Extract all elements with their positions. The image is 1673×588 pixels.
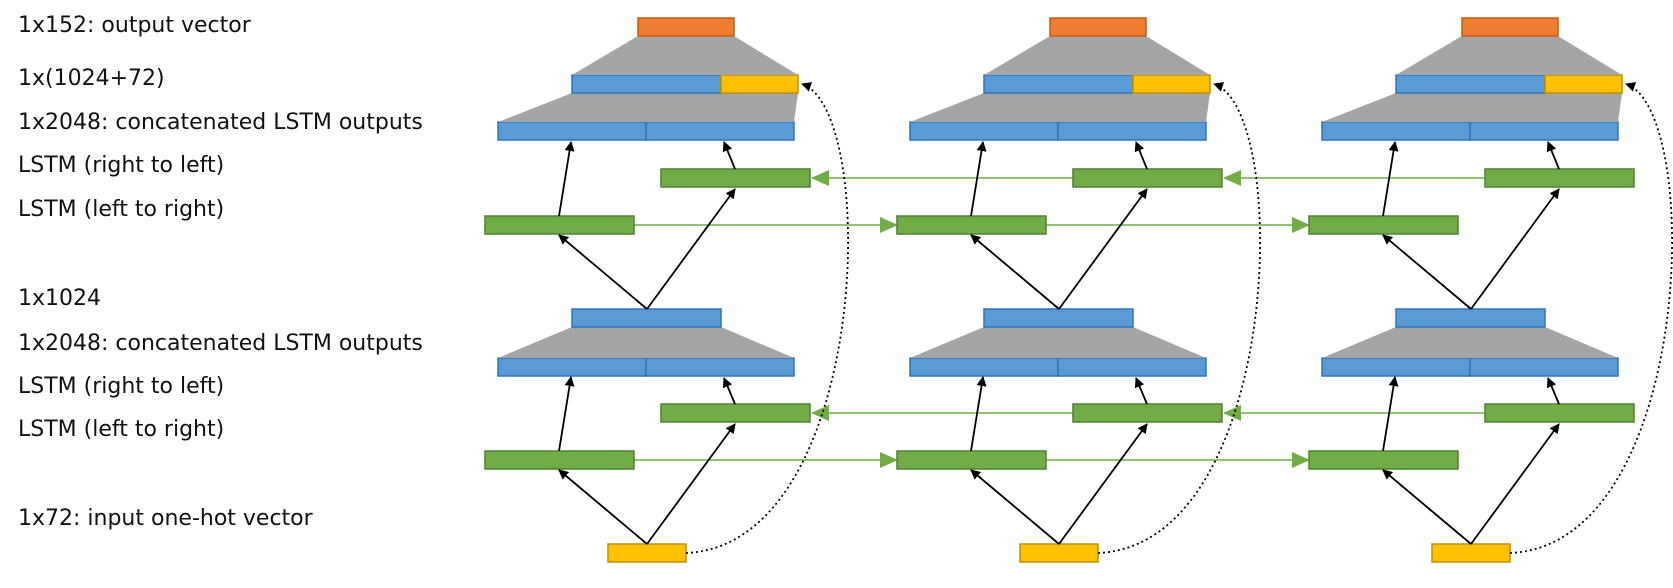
concat-top-right-t1 (645, 121, 795, 141)
projection-bottom-t2 (910, 327, 1206, 358)
concat-bottom-right-t2 (1057, 357, 1207, 377)
arrow-input-to-rtl-t2 (1058, 423, 1148, 545)
arrow-hidden-to-ltr-t1 (558, 234, 648, 310)
arrow-rtl-to-concat-bottom-t1 (722, 377, 736, 405)
output-vector-t3 (1461, 17, 1559, 37)
label-concat-top: 1x2048: concatenated LSTM outputs (18, 110, 423, 135)
input-vector-t2 (1019, 543, 1099, 563)
arrow-input-to-ltr-t1 (558, 469, 648, 545)
arrow-ltr-to-concat-bottom-t3 (1382, 376, 1399, 452)
lstm-ltr-bottom-t3 (1308, 450, 1459, 470)
lstm-rtl-bottom-t1 (660, 403, 811, 423)
arrow-input-to-ltr-t3 (1382, 469, 1472, 545)
label-lstm-rtl-top: LSTM (right to left) (18, 153, 225, 178)
arrow-ltr-to-concat-bottom-t1 (558, 376, 575, 452)
label-lstm-rtl-bottom: LSTM (right to left) (18, 374, 225, 399)
arrow-input-to-ltr-t2 (970, 469, 1060, 545)
concat-top-left-t1 (497, 121, 647, 141)
lstm-ltr-top-t1 (484, 215, 635, 235)
hidden-vector-t3 (1395, 308, 1546, 328)
arrow-rtl-to-concat-bottom-t2 (1134, 377, 1148, 405)
arrow-hidden-to-rtl-t3 (1470, 188, 1560, 310)
recurrent-connections (634, 170, 1485, 468)
projection-output-t2 (984, 36, 1210, 75)
combined-hidden-t1 (571, 74, 722, 94)
arrow-rtl-to-concat-top-t2 (1134, 141, 1148, 170)
projection-output-t3 (1396, 36, 1622, 75)
projection-top-t2 (910, 93, 1210, 122)
lstm-ltr-top-t2 (896, 215, 1047, 235)
lstm-rtl-bottom-t3 (1484, 403, 1635, 423)
arrow-hidden-to-ltr-t3 (1382, 234, 1472, 310)
lstm-ltr-bottom-t1 (484, 450, 635, 470)
label-input-vector: 1x72: input one-hot vector (18, 506, 313, 531)
label-lstm-ltr-bottom: LSTM (left to right) (18, 417, 225, 442)
projection-bottom-t3 (1322, 327, 1618, 358)
combined-hidden-t2 (983, 74, 1134, 94)
arrow-rtl-to-concat-top-t1 (722, 141, 736, 170)
output-vector-t2 (1049, 17, 1147, 37)
arrow-ltr-to-concat-top-t1 (558, 141, 575, 217)
arrow-hidden-to-ltr-t2 (970, 234, 1060, 310)
projection-bottom-t1 (498, 327, 794, 358)
input-vector-t3 (1431, 543, 1511, 563)
arrow-rtl-to-concat-top-t3 (1546, 141, 1560, 170)
lstm-rtl-top-t3 (1484, 168, 1635, 188)
arrow-ltr-to-concat-top-t2 (970, 141, 987, 217)
projection-output-t1 (572, 36, 798, 75)
label-combined-vector: 1x(1024+72) (18, 66, 165, 91)
label-hidden-vector: 1x1024 (18, 286, 102, 311)
lstm-rtl-bottom-t2 (1072, 403, 1223, 423)
lstm-ltr-top-t3 (1308, 215, 1459, 235)
output-vector-t1 (637, 17, 735, 37)
concat-bottom-left-t2 (909, 357, 1059, 377)
concat-bottom-right-t3 (1469, 357, 1619, 377)
lstm-ltr-bottom-t2 (896, 450, 1047, 470)
feedforward-connections (558, 141, 1560, 545)
input-vector-t1 (607, 543, 687, 563)
diagram-blocks (484, 17, 1635, 563)
concat-bottom-left-t3 (1321, 357, 1471, 377)
hidden-vector-t1 (571, 308, 722, 328)
combined-onehot-t1 (720, 74, 799, 94)
arrow-hidden-to-rtl-t1 (646, 188, 736, 310)
concat-bottom-right-t1 (645, 357, 795, 377)
combined-onehot-t3 (1544, 74, 1623, 94)
projection-top-t3 (1322, 93, 1622, 122)
hidden-vector-t2 (983, 308, 1134, 328)
arrow-input-to-rtl-t1 (646, 423, 736, 545)
lstm-rtl-top-t1 (660, 168, 811, 188)
concat-top-right-t2 (1057, 121, 1207, 141)
combined-hidden-t3 (1395, 74, 1546, 94)
arrow-ltr-to-concat-top-t3 (1382, 141, 1399, 217)
projection-top-t1 (498, 93, 798, 122)
arrow-ltr-to-concat-bottom-t2 (970, 376, 987, 452)
arrow-input-to-rtl-t3 (1470, 423, 1560, 545)
concat-top-left-t3 (1321, 121, 1471, 141)
concat-bottom-left-t1 (497, 357, 647, 377)
label-lstm-ltr-top: LSTM (left to right) (18, 197, 225, 222)
lstm-rtl-top-t2 (1072, 168, 1223, 188)
label-concat-bottom: 1x2048: concatenated LSTM outputs (18, 331, 423, 356)
concat-top-left-t2 (909, 121, 1059, 141)
concat-top-right-t3 (1469, 121, 1619, 141)
combined-onehot-t2 (1132, 74, 1211, 94)
label-output-vector: 1x152: output vector (18, 13, 251, 38)
arrow-hidden-to-rtl-t2 (1058, 188, 1148, 310)
arrow-rtl-to-concat-bottom-t3 (1546, 377, 1560, 405)
